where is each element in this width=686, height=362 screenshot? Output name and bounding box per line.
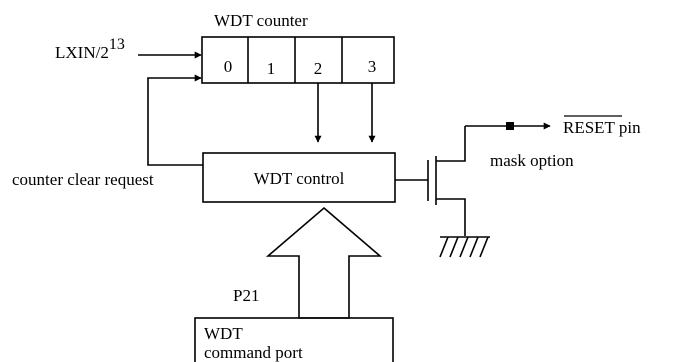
wdt-counter-title: WDT counter (214, 11, 308, 30)
counter-cell-3: 3 (368, 57, 377, 76)
reset-pin-label: RESET pin (563, 118, 641, 137)
p21-label: P21 (233, 286, 259, 305)
counter-cell-1: 1 (267, 59, 276, 78)
wdt-control-box (202, 152, 396, 203)
output-transistor (395, 122, 551, 236)
ground-icon (439, 236, 490, 258)
wdt-control-label: WDT control (254, 169, 345, 188)
lxin-exponent: 13 (109, 36, 125, 53)
command-port-box (194, 317, 394, 362)
wdt-counter-box: 0 1 2 3 (201, 36, 395, 84)
reset-pin-name: RESET (563, 118, 616, 137)
command-port-line1: WDT (204, 324, 243, 343)
mask-option-label: mask option (490, 151, 574, 170)
counter-clear-arrow (147, 74, 203, 166)
counter-cell-2: 2 (314, 59, 323, 78)
lxin-base: LXIN/2 (55, 43, 109, 62)
reset-pin-suffix: pin (615, 118, 641, 137)
counter-cell-0: 0 (224, 57, 233, 76)
counter-clear-request-label: counter clear request (12, 170, 154, 189)
command-port-line2: command port (204, 343, 303, 362)
command-bus-arrow (265, 206, 383, 319)
lxin-label: LXIN/213 (55, 36, 125, 62)
